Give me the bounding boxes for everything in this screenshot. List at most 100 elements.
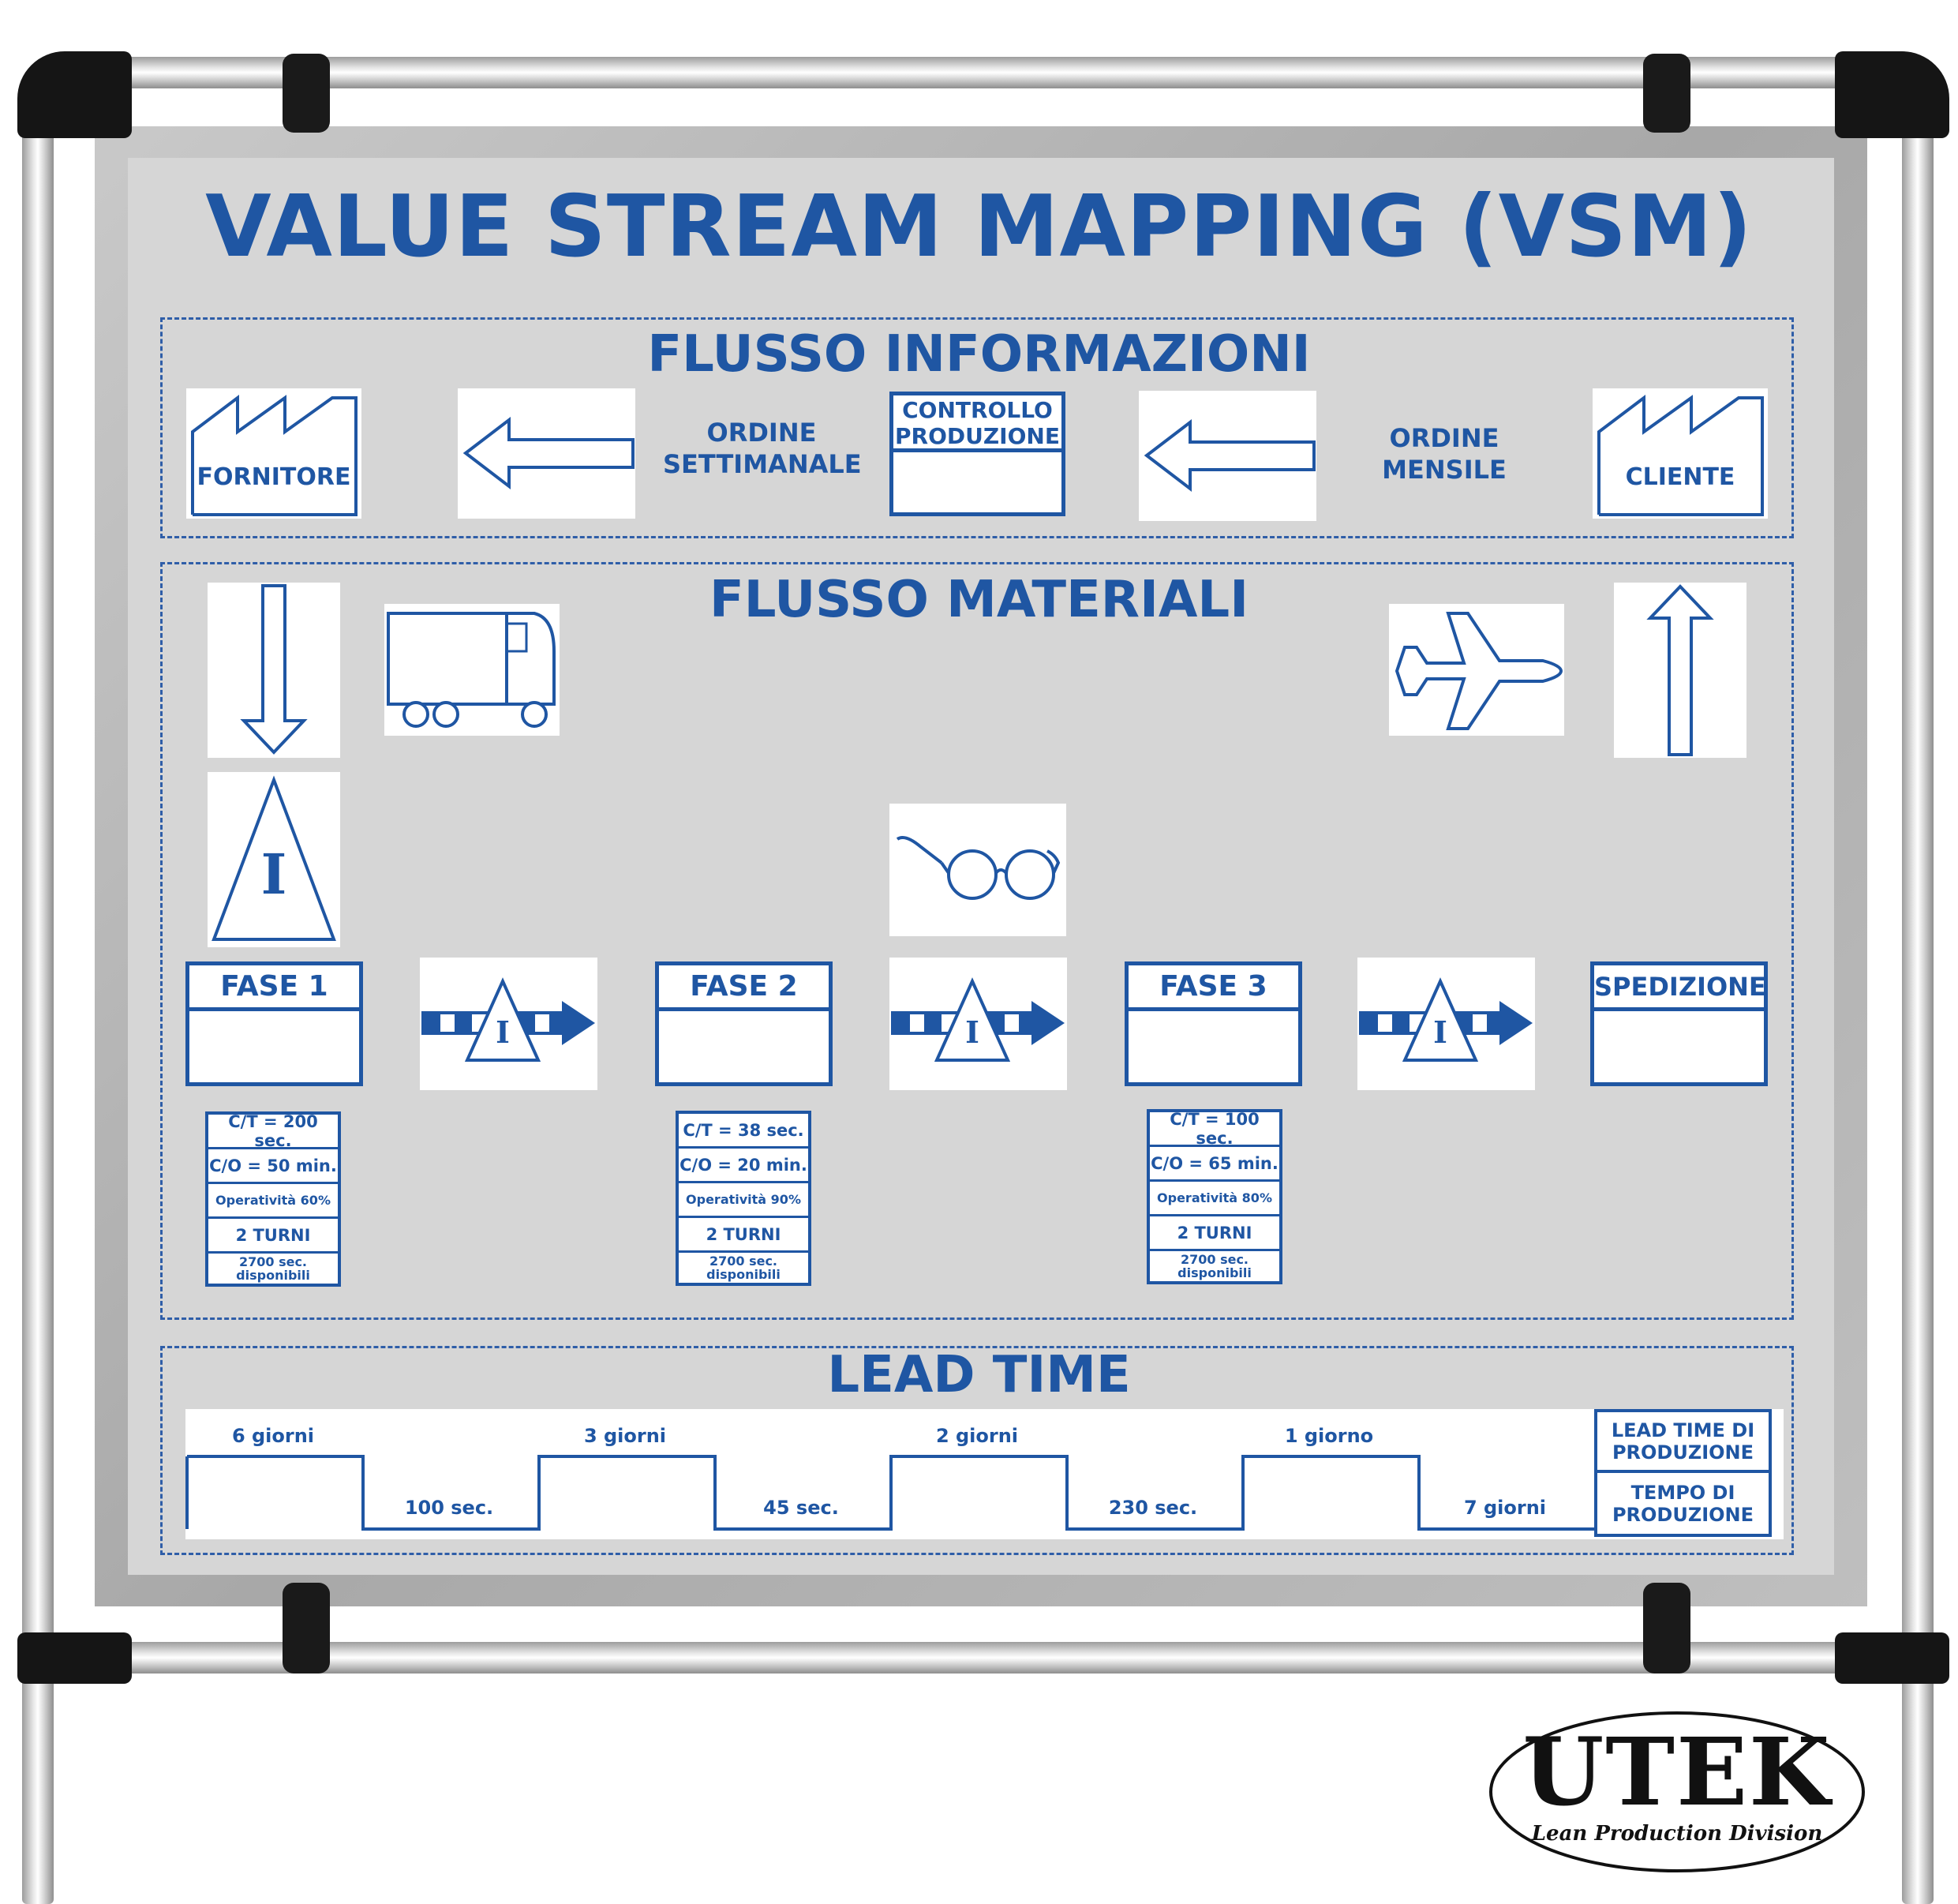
stand-top-bar (47, 57, 1918, 88)
changeover-time: C/O = 65 min. (1150, 1147, 1279, 1182)
frame-corner-top-left (17, 51, 132, 138)
uptime: Operatività 90% (679, 1183, 808, 1218)
stand-right-pole (1902, 79, 1934, 1904)
airplane-card (1389, 604, 1564, 736)
weekly-order-line-2: SETTIMANALE (663, 449, 862, 479)
shipping-title: SPEDIZIONE (1594, 965, 1766, 1011)
inventory-letter: I (260, 841, 287, 907)
uptime: Operatività 80% (1150, 1182, 1279, 1216)
phase-1-box: FASE 1 (185, 961, 363, 1086)
frame-corner-top-right (1835, 51, 1949, 138)
phase-1-title: FASE 1 (189, 965, 359, 1011)
inventory-letter: I (965, 1014, 979, 1050)
phase-2-box: FASE 2 (655, 961, 833, 1086)
down-arrow-icon (240, 584, 308, 755)
lead-time-section (160, 1346, 1794, 1555)
control-line-2: PRODUZIONE (895, 423, 1060, 449)
phase-2-data-box: C/T = 38 sec. C/O = 20 min. Operatività … (676, 1111, 811, 1286)
inventory-card: I (208, 772, 340, 947)
board-clip-bottom-left (283, 1583, 330, 1673)
monthly-order-line-2: MENSILE (1382, 455, 1507, 485)
process-time-1: 100 sec. (404, 1497, 494, 1519)
cycle-time: C/T = 100 sec. (1150, 1110, 1279, 1148)
shifts: 2 TURNI (208, 1219, 338, 1254)
board-clip-bottom-right (1643, 1583, 1690, 1673)
up-arrow-card (1614, 583, 1746, 758)
material-flow-section (160, 562, 1794, 1320)
wait-time-2: 3 giorni (583, 1425, 667, 1447)
board-title: VALUE STREAM MAPPING (VSM) (205, 178, 1753, 276)
push-arrow-icon (1359, 977, 1533, 1062)
customer-card: CLIENTE (1593, 388, 1768, 519)
monthly-order-label: ORDINE MENSILE (1342, 422, 1547, 485)
airplane-icon (1395, 612, 1563, 730)
info-flow-section (160, 317, 1794, 538)
lead-time-ladder (185, 1409, 1784, 1539)
phase-3-title: FASE 3 (1129, 965, 1298, 1011)
lead-time-title: LEAD TIME (827, 1346, 1131, 1404)
go-see-card (889, 804, 1066, 936)
changeover-time: C/O = 50 min. (208, 1149, 338, 1184)
wait-time-1: 6 giorni (231, 1425, 315, 1447)
inventory-triangle-icon (212, 775, 336, 941)
available-value: 2700 sec. (1180, 1252, 1249, 1267)
board-clip-top-right (1643, 54, 1690, 133)
wait-time-4: 1 giorno (1284, 1425, 1374, 1447)
process-time-2: 45 sec. (763, 1497, 839, 1519)
factory-icon (1597, 394, 1764, 516)
supplier-card: FORNITORE (186, 388, 361, 519)
available-unit: disponibili (236, 1268, 310, 1283)
available-time: 2700 sec. disponibili (1150, 1251, 1279, 1281)
truck-card (384, 604, 560, 736)
stand-left-pole (22, 79, 54, 1904)
supplier-label: FORNITORE (197, 463, 351, 491)
weekly-order-label: ORDINE SETTIMANALE (663, 417, 862, 480)
lead-time-bottom-line-2: PRODUZIONE (1612, 1503, 1754, 1526)
changeover-time: C/O = 20 min. (679, 1149, 808, 1183)
phase-2-title: FASE 2 (659, 965, 829, 1011)
push-arrow-icon (891, 977, 1065, 1062)
process-time-4: 7 giorni (1463, 1497, 1547, 1519)
cycle-time: C/T = 200 sec. (208, 1112, 338, 1150)
phase-3-box: FASE 3 (1125, 961, 1302, 1086)
truck-icon (387, 612, 556, 728)
inventory-letter: I (1433, 1014, 1447, 1050)
push-arrow-card-1: I (420, 958, 597, 1090)
shifts: 2 TURNI (1150, 1216, 1279, 1251)
left-arrow-icon (462, 416, 635, 490)
frame-joint-bottom-right (1835, 1632, 1949, 1684)
available-unit: disponibili (706, 1267, 781, 1282)
weekly-order-arrow-card (458, 388, 635, 519)
uptime: Operatività 60% (208, 1184, 338, 1219)
logo-ellipse-icon (1489, 1711, 1865, 1872)
utek-logo: UTEK Lean Production Division (1488, 1709, 1866, 1875)
control-line-1: CONTROLLO (902, 397, 1053, 423)
monthly-order-arrow-card (1139, 391, 1316, 521)
available-value: 2700 sec. (238, 1254, 308, 1269)
material-flow-title: FLUSSO MATERIALI (709, 571, 1249, 629)
logo-tagline: Lean Production Division (1531, 1822, 1823, 1846)
phase-3-data-box: C/T = 100 sec. C/O = 65 min. Operatività… (1147, 1109, 1282, 1284)
inventory-letter: I (496, 1014, 510, 1050)
board-clip-top-left (283, 54, 330, 133)
process-time-3: 230 sec. (1108, 1497, 1198, 1519)
available-time: 2700 sec. disponibili (208, 1254, 338, 1284)
weekly-order-line-1: ORDINE (706, 418, 817, 448)
push-arrow-card-3: I (1357, 958, 1535, 1090)
factory-icon (191, 394, 358, 516)
info-flow-title: FLUSSO INFORMAZIONI (647, 325, 1311, 384)
up-arrow-icon (1646, 584, 1714, 756)
cycle-time: C/T = 38 sec. (679, 1114, 808, 1149)
down-arrow-card (208, 583, 340, 758)
available-unit: disponibili (1177, 1265, 1252, 1280)
push-arrow-card-2: I (889, 958, 1067, 1090)
lead-time-top-line-1: LEAD TIME DI (1611, 1419, 1755, 1441)
lead-time-bottom-line-1: TEMPO DI (1630, 1481, 1735, 1504)
logo-wordmark: UTEK (1522, 1717, 1832, 1827)
lead-time-top-line-2: PRODUZIONE (1612, 1441, 1754, 1464)
push-arrow-icon (421, 977, 595, 1062)
left-arrow-icon (1144, 418, 1316, 493)
frame-joint-bottom-left (17, 1632, 132, 1684)
